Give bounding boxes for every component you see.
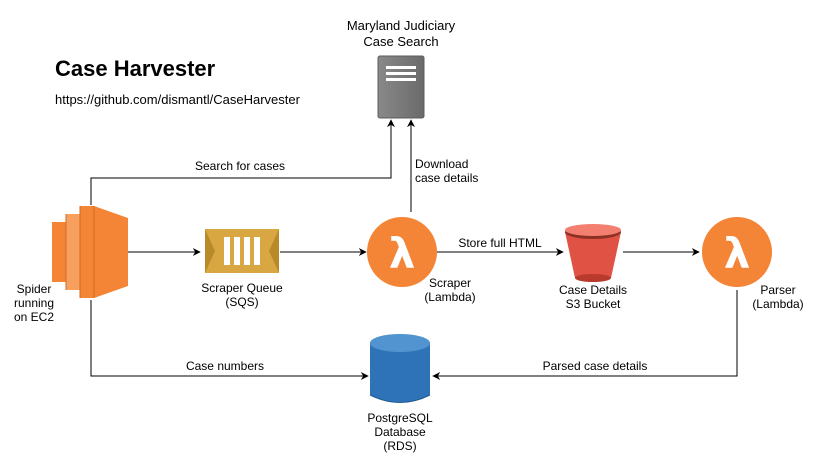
lambda-icon: λ: [702, 217, 772, 287]
edge-label-parsed: Parsed case details: [542, 359, 648, 373]
edge-label-download: Download case details: [415, 157, 479, 185]
sqs-queue-icon: [205, 229, 279, 273]
lambda-icon: λ: [367, 217, 437, 287]
edge-case-numbers: [90, 300, 369, 380]
svg-text:λ: λ: [389, 229, 416, 278]
edge-label-search: Search for cases: [194, 159, 286, 173]
bucket-label: Case Details S3 Bucket: [558, 283, 628, 311]
s3-bucket-icon: [565, 224, 621, 282]
edge-parsed-case-details: [432, 290, 738, 380]
parser-label: Parser (Lambda): [752, 283, 804, 311]
page-title: Case Harvester: [55, 56, 216, 81]
edge-label-store: Store full HTML: [458, 236, 542, 250]
edge-label-case-numbers: Case numbers: [185, 359, 265, 373]
svg-text:λ: λ: [724, 229, 751, 278]
server-icon: [377, 55, 425, 119]
database-label: PostgreSQL Database (RDS): [367, 411, 433, 453]
ec2-icon: [52, 206, 128, 298]
database-icon: [369, 334, 431, 403]
edge-search-for-cases: [90, 119, 395, 205]
scraper-label: Scraper (Lambda): [424, 276, 476, 304]
repo-url: https://github.com/dismantl/CaseHarveste…: [55, 92, 300, 107]
spider-label: Spider running on EC2: [14, 282, 55, 324]
search-server-label: Maryland Judiciary Case Search: [346, 18, 456, 49]
queue-label: Scraper Queue (SQS): [201, 281, 283, 309]
